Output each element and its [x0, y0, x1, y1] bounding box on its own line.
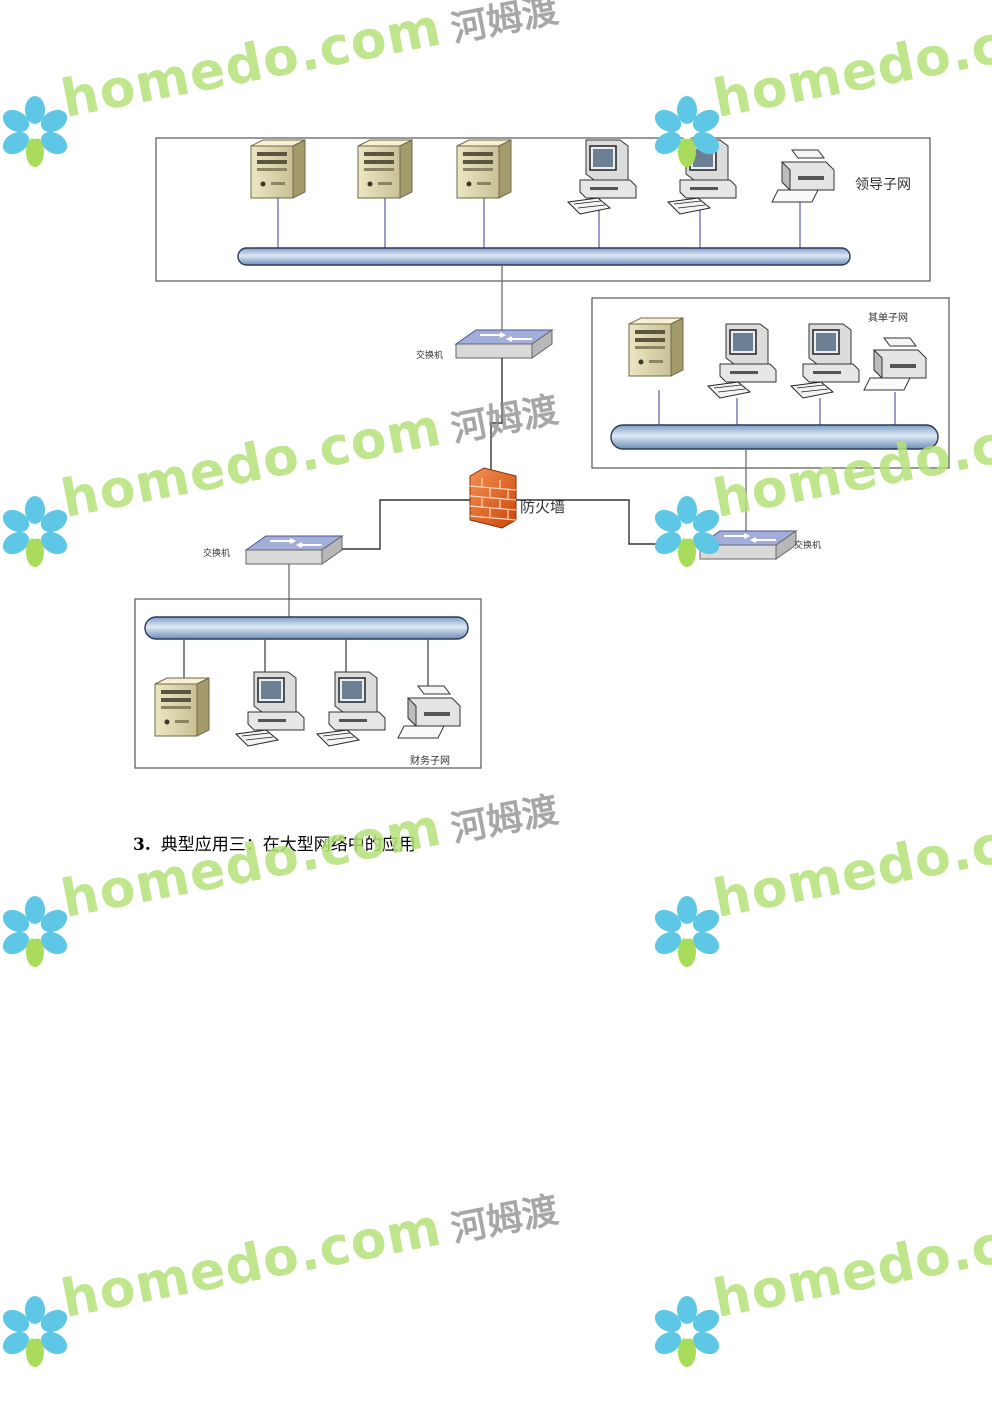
network-switch-icon [455, 329, 553, 359]
printer-icon [397, 685, 461, 739]
server-icon [628, 317, 684, 377]
leader-bus [237, 247, 851, 266]
desktop-computer-icon [235, 671, 305, 747]
other-subnet-frame [591, 297, 950, 469]
network-switch-icon [699, 530, 797, 560]
printer-icon [863, 337, 927, 391]
desktop-computer-icon [567, 139, 637, 215]
server-icon [456, 139, 512, 199]
firewall-brick-icon [469, 467, 517, 529]
section-title: 典型应用三：在大型网络中的应用 [160, 835, 416, 855]
switch-left-label: 交换机 [203, 549, 231, 559]
link-switch-to-firewall [490, 358, 503, 472]
switch-right-label: 交换机 [794, 541, 822, 551]
finance-subnet-label: 财务子网 [410, 756, 450, 767]
finance-drop-lines [183, 639, 429, 686]
printer-icon [771, 149, 835, 203]
leader-subnet-frame [155, 137, 931, 282]
desktop-computer-icon [667, 139, 737, 215]
other-bus [610, 424, 939, 450]
desktop-computer-icon [707, 323, 777, 399]
other-drop-lines [658, 390, 896, 428]
section-heading: 3. 典型应用三：在大型网络中的应用 [133, 830, 416, 855]
other-subnet-label: 其单子网 [868, 313, 908, 324]
section-number: 3. [133, 835, 151, 855]
switch-top-label: 交换机 [416, 351, 444, 361]
server-icon [154, 677, 210, 737]
leader-drop-lines [277, 196, 801, 250]
finance-subnet-frame [134, 598, 482, 769]
desktop-computer-icon [316, 671, 386, 747]
firewall-label: 防火墙 [520, 498, 566, 516]
server-icon [250, 139, 306, 199]
link-firewall-to-left-switch [336, 499, 470, 550]
network-switch-icon [245, 535, 343, 565]
finance-bus [144, 616, 469, 640]
desktop-computer-icon [790, 323, 860, 399]
leader-subnet-label: 领导子网 [855, 177, 911, 193]
server-icon [357, 139, 413, 199]
